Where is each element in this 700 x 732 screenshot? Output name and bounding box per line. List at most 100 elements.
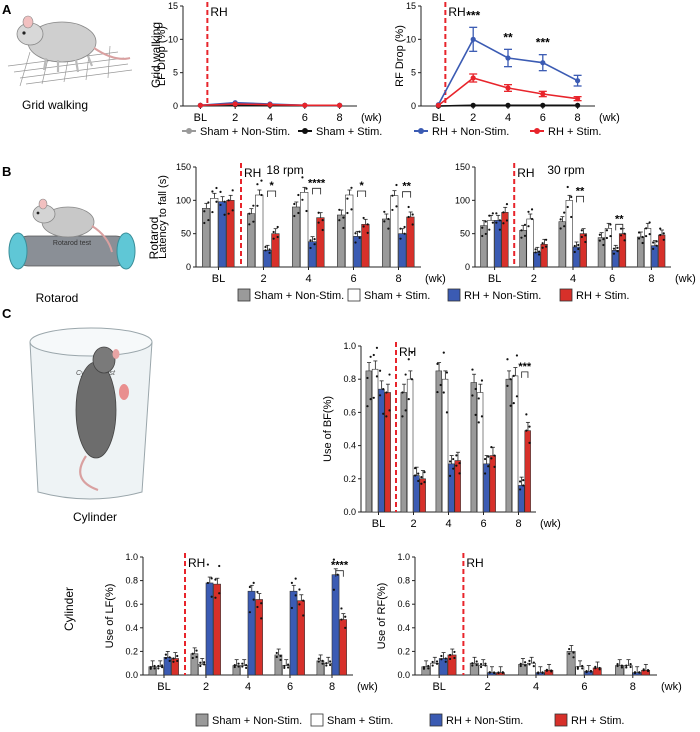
scatter-dot <box>294 594 297 597</box>
scatter-dot <box>491 212 494 215</box>
scatter-dot <box>534 248 537 251</box>
scatter-dot <box>444 657 447 660</box>
scatter-dot <box>248 223 251 226</box>
data-point <box>505 85 511 91</box>
scatter-dot <box>256 590 259 594</box>
scatter-dot <box>344 626 347 629</box>
scatter-dot <box>573 244 576 248</box>
scatter-dot <box>648 221 651 224</box>
rh-marker-label: RH <box>399 345 416 359</box>
scatter-dot <box>518 480 522 483</box>
significance-label: *** <box>466 8 480 22</box>
scatter-dot <box>245 663 248 667</box>
x-tick-label: 4 <box>505 112 511 124</box>
y-tick-label: 150 <box>455 162 470 172</box>
scatter-dot <box>276 235 279 239</box>
y-tick-label: 150 <box>176 162 191 172</box>
scatter-dot <box>435 662 439 665</box>
scatter-dot <box>354 241 357 244</box>
bar <box>297 600 305 676</box>
scatter-dot <box>305 187 308 190</box>
scatter-dot <box>305 209 308 213</box>
scatter-dot <box>525 413 528 416</box>
y-tick-label: 0.8 <box>343 374 356 384</box>
scatter-dot <box>505 219 509 222</box>
scatter-dot <box>237 662 240 665</box>
scatter-dot <box>223 213 226 216</box>
scatter-dot <box>584 234 587 237</box>
scatter-dot <box>655 240 658 243</box>
scatter-dot <box>344 615 347 618</box>
scatter-dot <box>340 607 343 610</box>
scatter-dot <box>620 666 624 669</box>
scatter-dot <box>512 402 515 405</box>
scatter-dot <box>572 656 575 659</box>
scatter-dot <box>358 230 361 233</box>
scatter-dot <box>346 197 349 200</box>
y-tick-label: 100 <box>455 195 470 205</box>
scatter-dot <box>153 667 156 670</box>
legend-bar-label: Sham + Non-Stim. <box>254 290 344 302</box>
scatter-dot <box>252 581 255 584</box>
y-tick-label: 50 <box>181 229 191 239</box>
bar <box>526 662 536 676</box>
scatter-dot <box>495 221 498 224</box>
scatter-dot <box>338 208 341 211</box>
scatter-dot <box>211 190 214 193</box>
x-tick-label: 6 <box>480 518 486 530</box>
scatter-dot <box>275 655 278 659</box>
scatter-dot <box>383 210 386 213</box>
scatter-dot <box>369 355 372 358</box>
scatter-dot <box>625 666 628 669</box>
y-tick-label: 0 <box>465 262 470 272</box>
bar <box>353 236 362 268</box>
scatter-dot <box>559 227 562 230</box>
scatter-dot <box>268 248 271 251</box>
significance-bracket <box>402 191 412 198</box>
scatter-dot <box>453 656 456 660</box>
scatter-dot <box>629 663 632 666</box>
scatter-dot <box>559 218 562 221</box>
x-tick-label: BL <box>157 681 170 693</box>
scatter-dot <box>317 657 320 660</box>
significance-bracket <box>576 195 584 203</box>
scatter-dot <box>616 663 619 666</box>
bar <box>579 233 587 268</box>
y-axis-label: LF Drop (%) <box>156 26 168 86</box>
scatter-dot <box>477 421 480 424</box>
scatter-dot <box>383 220 386 223</box>
scatter-dot <box>336 573 339 576</box>
scatter-dot <box>633 671 637 675</box>
scatter-dot <box>523 223 527 226</box>
x-tick-label: 4 <box>445 518 451 530</box>
x-tick-label: BL <box>432 112 445 124</box>
scatter-dot <box>646 668 650 672</box>
scatter-dot <box>227 212 230 215</box>
scatter-dot <box>444 660 447 663</box>
legend-bar-swatch <box>554 713 568 727</box>
x-tick-label: 6 <box>350 273 356 285</box>
scatter-dot <box>391 208 394 212</box>
scatter-dot <box>498 219 501 222</box>
scatter-dot <box>231 209 234 212</box>
scatter-dot <box>455 464 458 467</box>
scatter-dot <box>411 213 414 216</box>
y-axis-label: Latency to fall (s) <box>157 175 169 259</box>
legend-line-label: RH + Stim. <box>548 126 601 138</box>
scatter-dot <box>321 228 324 232</box>
rh-marker-label: RH <box>517 166 534 180</box>
scatter-dot <box>215 186 218 190</box>
y-tick-label: 50 <box>460 229 470 239</box>
scatter-dot <box>502 222 505 225</box>
panel-label-c: C <box>2 306 12 321</box>
scatter-dot <box>248 212 251 215</box>
significance-bracket <box>267 190 277 197</box>
scatter-dot <box>411 223 414 226</box>
y-tick-label: 0.0 <box>343 507 356 517</box>
scatter-dot <box>488 214 491 217</box>
scatter-dot <box>471 664 474 667</box>
scatter-dot <box>609 234 612 238</box>
scatter-dot <box>378 369 382 372</box>
significance-label: ** <box>503 30 513 44</box>
